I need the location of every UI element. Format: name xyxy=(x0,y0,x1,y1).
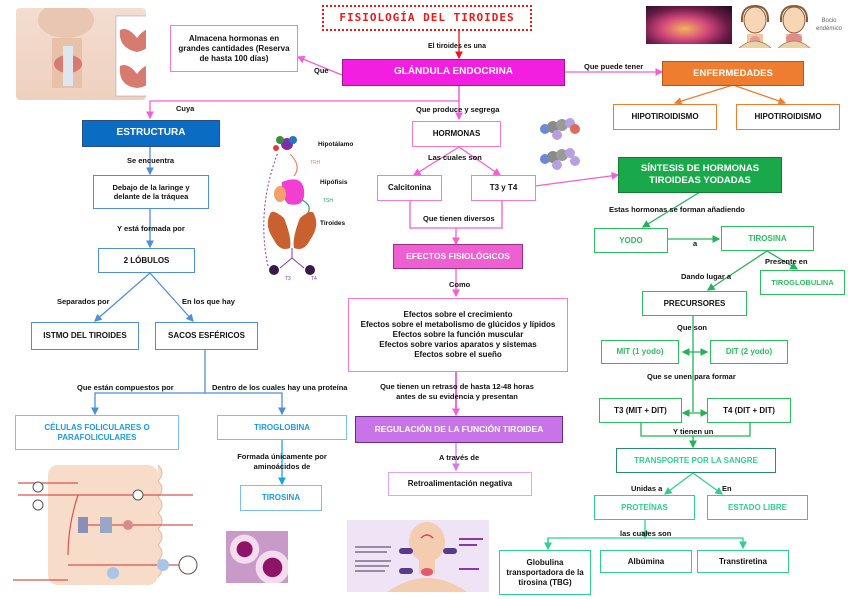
hpt-axis-illustration xyxy=(262,130,372,280)
carrier-transthyretin[interactable]: Transtiretina xyxy=(697,550,789,573)
link-which-carriers: las cuales son xyxy=(620,529,672,538)
effects-title-node[interactable]: EFECTOS FISIOLÓGICOS xyxy=(393,244,523,269)
thyroid-xray-image xyxy=(646,6,732,44)
link-delay: Que tienen un retraso de hasta 12-48 hor… xyxy=(380,382,534,401)
link-have: Y tienen un xyxy=(673,427,714,436)
lobes-node[interactable]: 2 LÓBULOS xyxy=(98,248,195,273)
goiter-face-image-1 xyxy=(737,4,773,48)
transport-node[interactable]: TRANSPORTE POR LA SANGRE xyxy=(616,448,776,473)
link-effects: Que tienen diversos xyxy=(423,214,495,223)
link-structure: Cuya xyxy=(176,104,195,113)
link-bound: Unidas a xyxy=(631,484,663,493)
feedback-node[interactable]: Retroalimentación negativa xyxy=(388,472,532,496)
link-composed: Que están compuestos por xyxy=(77,383,174,392)
cells-node[interactable]: CÉLULAS FOLICULARES O PARAFOLICULARES xyxy=(15,415,179,450)
link-in: En xyxy=(722,484,732,493)
link-location: Se encuentra xyxy=(127,156,175,165)
free-state-node[interactable]: ESTADO LIBRE xyxy=(707,495,808,520)
goiter-caption: Bocio endémico xyxy=(815,18,842,32)
goiter-face-image-2 xyxy=(776,4,812,48)
link-separated: Separados por xyxy=(57,297,110,306)
regulation-node[interactable]: REGULACIÓN DE LA FUNCIÓN TIROIDEA xyxy=(355,416,563,443)
link-giving: Dando lugar a xyxy=(681,272,732,281)
axis-label-t4: T4 xyxy=(311,276,317,282)
link-diseases: Que puede tener xyxy=(584,62,644,71)
link-que: Que xyxy=(314,66,329,75)
link-are: Que son xyxy=(677,323,708,332)
carrier-albumin[interactable]: Albúmina xyxy=(600,550,692,573)
iodine-node[interactable]: YODO xyxy=(594,228,668,253)
effect-item: Efectos sobre el metabolismo de glúcidos… xyxy=(360,320,556,329)
location-node[interactable]: Debajo de la laringe y delante de la trá… xyxy=(93,175,209,209)
tyrosine-synthesis-node[interactable]: TIROSINA xyxy=(721,226,814,251)
effect-item: Efectos sobre varios aparatos y sistemas xyxy=(379,340,537,349)
link-a: a xyxy=(693,239,698,248)
t3-t4-node[interactable]: T3 y T4 xyxy=(471,175,536,201)
regulation-illustration xyxy=(347,520,489,592)
link-formed: Y está formada por xyxy=(117,224,185,233)
axis-label-thyroid: Tiroides xyxy=(320,220,346,227)
axis-label-trh: TRH xyxy=(310,160,321,166)
link-hormones: Que produce y segrega xyxy=(416,105,500,114)
thyroglobulin-node[interactable]: TIROGLOBINA xyxy=(217,415,347,440)
isthmus-node[interactable]: ISTMO DEL TIROIDES xyxy=(31,322,139,350)
gland-node[interactable]: GLÁNDULA ENDOCRINA xyxy=(342,59,565,86)
carrier-tbg[interactable]: Globulina transportadora de la tirosina … xyxy=(499,550,591,595)
histology-image xyxy=(226,531,288,583)
synthesis-node[interactable]: SÍNTESIS DE HORMONAS TIROIDEAS YODADAS xyxy=(618,157,782,193)
effect-item: Efectos sobre el crecimiento xyxy=(403,310,513,319)
precursors-node[interactable]: PRECURSORES xyxy=(642,291,747,316)
link-present: Presente en xyxy=(765,257,808,266)
disease-item-2[interactable]: HIPOTIROIDISMO xyxy=(736,104,840,130)
hormone-molecules-image xyxy=(535,115,583,175)
axis-label-hypothalamus: Hipotálamo xyxy=(318,141,354,148)
storage-node[interactable]: Almacena hormonas en grandes cantidades … xyxy=(170,25,298,72)
link-title-gland: El tiroides es una xyxy=(428,43,486,50)
axis-label-tsh: TSH xyxy=(323,198,333,204)
sacs-node[interactable]: SACOS ESFÉRICOS xyxy=(155,322,258,350)
mit-node[interactable]: MIT (1 yodo) xyxy=(601,340,679,364)
axis-label-t3: T3 xyxy=(285,276,291,282)
link-adding: Estas hormonas se forman añadiendo xyxy=(609,205,745,214)
link-amino: Formada únicamente por aminoácidos de xyxy=(237,452,327,471)
link-in-which: En los que hay xyxy=(182,297,235,306)
structure-node[interactable]: ESTRUCTURA xyxy=(82,120,220,147)
link-which-hormones: Las cuales son xyxy=(428,153,482,162)
t4-synthesis-node[interactable]: T4 (DIT + DIT) xyxy=(707,398,791,423)
link-like: Como xyxy=(449,280,471,289)
calcitonin-node[interactable]: Calcitonina xyxy=(377,175,442,201)
effect-item: Efectos sobre el sueño xyxy=(414,350,502,359)
follicular-cell-diagram xyxy=(8,455,208,595)
link-protein: Dentro de los cuales hay una proteína xyxy=(212,383,348,392)
effects-list: Efectos sobre el crecimiento Efectos sob… xyxy=(348,298,568,372)
tyrosine-node[interactable]: TIROSINA xyxy=(240,485,322,511)
thyroglobulin-synthesis-node[interactable]: TIROGLOBULINA xyxy=(760,270,845,295)
link-join: Que se unen para formar xyxy=(647,372,736,381)
disease-item-1[interactable]: HIPOTIROIDISMO xyxy=(613,104,717,130)
neck-anatomy-image xyxy=(16,8,146,100)
diseases-node[interactable]: ENFERMEDADES xyxy=(662,61,804,86)
dit-node[interactable]: DIT (2 yodo) xyxy=(710,340,788,364)
link-through: A través de xyxy=(439,453,480,462)
hormones-node[interactable]: HORMONAS xyxy=(412,121,501,147)
axis-label-pituitary: Hipófisis xyxy=(320,179,348,186)
page-title: FISIOLOGÍA DEL TIROIDES xyxy=(322,5,532,31)
t3-synthesis-node[interactable]: T3 (MIT + DIT) xyxy=(599,398,682,423)
effect-item: Efectos sobre la función muscular xyxy=(392,330,524,339)
proteins-node[interactable]: PROTEÍNAS xyxy=(594,495,695,520)
